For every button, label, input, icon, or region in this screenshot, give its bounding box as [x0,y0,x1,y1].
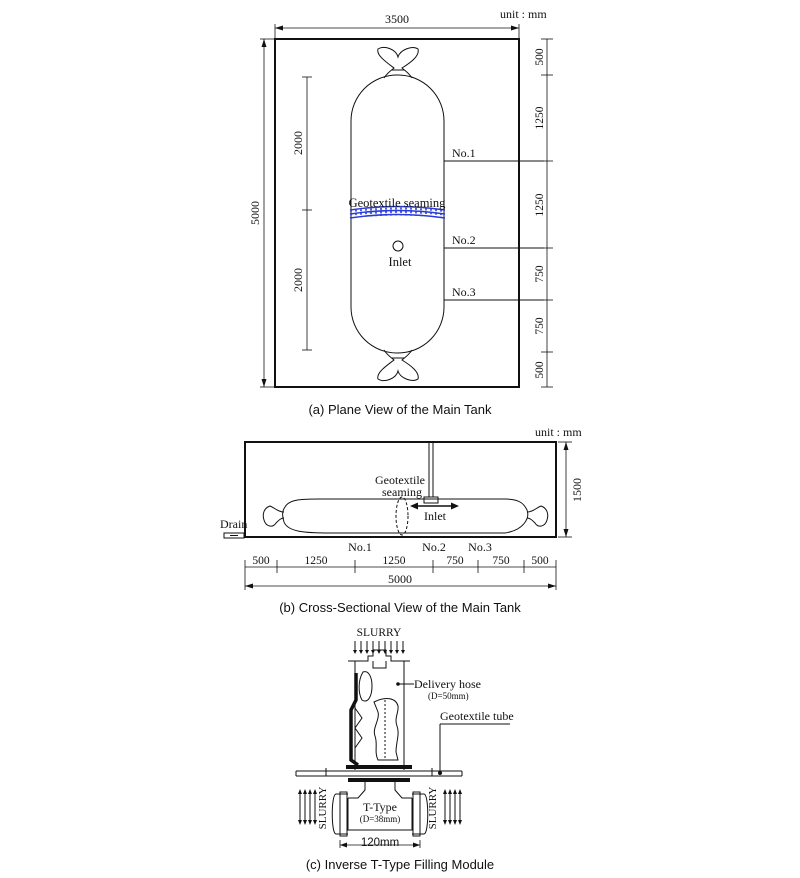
plane-seaming-label: Geotextile seaming [349,196,447,210]
section-bottom-dimensions: 500 1250 1250 750 750 500 5000 [244,555,557,590]
plane-caption: (a) Plane View of the Main Tank [308,402,492,417]
plane-right-dim-5: 750 [534,317,546,335]
module-left-slurry-arrows [298,789,317,825]
module-hose-label: Delivery hose [414,677,481,691]
section-bottom-dim-3: 1250 [383,555,406,567]
plane-inlet-label: Inlet [389,255,412,269]
plane-length-label: 5000 [248,201,262,225]
section-drain-label: Drain [220,517,247,531]
module-ttype-label: T-Type [363,800,397,814]
plane-point-no1: No.1 [452,146,476,160]
plane-inner-dim-1: 2000 [291,131,305,155]
section-height-dimension: 1500 [558,441,584,538]
plane-right-dim-6: 500 [534,361,546,379]
section-view: unit : mm 1500 Geotextile seaming [220,425,584,615]
plane-inlet-circle [392,240,404,252]
section-seaming-ellipse [395,496,409,536]
plane-point-no2: No.2 [452,233,476,247]
module-view: SLURRY Delivery hose (D=50mm) [295,627,514,872]
module-base-plate [295,765,463,782]
plane-seaming-band [349,205,446,219]
section-height-label: 1500 [570,478,584,502]
module-right-slurry-arrows [443,789,462,825]
plane-right-dim-3: 1250 [534,193,546,216]
plane-inner-dim-2: 2000 [291,268,305,292]
module-ttype-dia: (D=38mm) [360,814,401,824]
section-bottom-dim-6: 500 [531,555,549,567]
module-t-type-pipe [331,782,429,837]
plane-right-dim-1: 500 [534,48,546,66]
section-tube-left-end [262,505,285,527]
plane-tank-outline [274,38,520,388]
section-bottom-dim-5: 750 [492,555,510,567]
section-tank-outline [244,441,557,538]
plane-inner-dimensions: 2000 2000 [291,76,312,351]
module-slurry-left: SLURRY [317,787,329,830]
module-top-slurry-arrows [353,641,405,654]
section-point-no2: No.2 [422,540,446,554]
section-total-dim: 5000 [388,572,412,586]
plane-right-dim-4: 750 [534,265,546,283]
section-point-no3: No.3 [468,540,492,554]
section-seaming-label-1: Geotextile [375,473,425,487]
section-bottom-dim-2: 1250 [305,555,328,567]
module-tube-leader [438,723,510,775]
section-tube-right-end [526,505,549,527]
plane-right-dim-2: 1250 [534,106,546,129]
module-top-coupling [348,649,410,770]
plane-tube-bottom-end [377,349,419,382]
module-slurry-right: SLURRY [427,787,439,830]
module-caption: (c) Inverse T-Type Filling Module [306,857,494,872]
plane-length-dimension: 5000 [248,38,274,388]
module-filled-tube [373,698,399,761]
module-width-label: 120mm [361,837,399,849]
section-bottom-dim-4: 750 [446,555,464,567]
plane-unit-label: unit : mm [500,7,547,21]
section-unit-label: unit : mm [535,425,582,439]
plane-view: unit : mm 3500 5000 2000 2000 [248,7,553,417]
section-seaming-label-2: seaming [382,485,422,499]
section-inlet-arrows [410,502,459,510]
module-hose-dia: (D=50mm) [428,691,469,701]
plane-right-dimensions: 500 1250 1250 750 750 500 [534,38,553,388]
section-bottom-dim-1: 500 [252,555,270,567]
section-inlet-label: Inlet [424,509,447,523]
section-tube-body [282,498,529,534]
plane-points: No.1 No.2 No.3 [444,146,544,301]
module-tube-label: Geotextile tube [440,709,514,723]
section-caption: (b) Cross-Sectional View of the Main Tan… [279,600,521,615]
module-delivery-hose [349,671,373,767]
plane-tube-top-end [377,46,419,79]
section-drain [223,532,245,539]
module-slurry-top: SLURRY [357,627,402,639]
section-delivery-pipe [423,443,439,504]
plane-width-dimension: 3500 [274,12,520,38]
plane-width-label: 3500 [385,12,409,26]
plane-point-no3: No.3 [452,285,476,299]
module-width-dimension [339,840,421,848]
section-point-no1: No.1 [348,540,372,554]
